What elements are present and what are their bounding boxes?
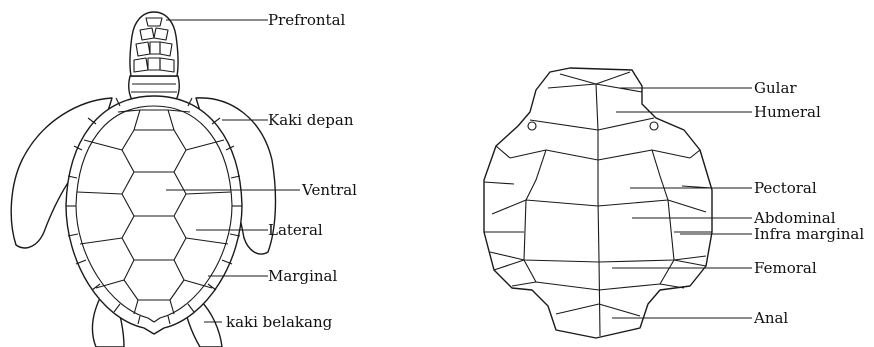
label-lateral: Lateral: [268, 221, 323, 239]
carapace-shell: [66, 96, 242, 334]
label-infra-marginal: Infra marginal: [754, 225, 864, 243]
label-anal: Anal: [753, 309, 788, 327]
label-humeral: Humeral: [754, 103, 821, 121]
label-prefrontal: Prefrontal: [268, 11, 346, 29]
plastron-diagram: Gular Humeral Pectoral Abdominal Infra m…: [484, 68, 864, 338]
carapace-diagram: Prefrontal Kaki depan Ventral Lateral Ma…: [11, 11, 357, 347]
label-femoral: Femoral: [754, 259, 817, 277]
label-marginal: Marginal: [268, 267, 337, 285]
label-pectoral: Pectoral: [754, 179, 817, 197]
label-gular: Gular: [754, 79, 797, 97]
label-kaki-depan: Kaki depan: [268, 111, 354, 129]
label-kaki-belakang: kaki belakang: [226, 313, 333, 331]
label-ventral: Ventral: [301, 181, 357, 199]
